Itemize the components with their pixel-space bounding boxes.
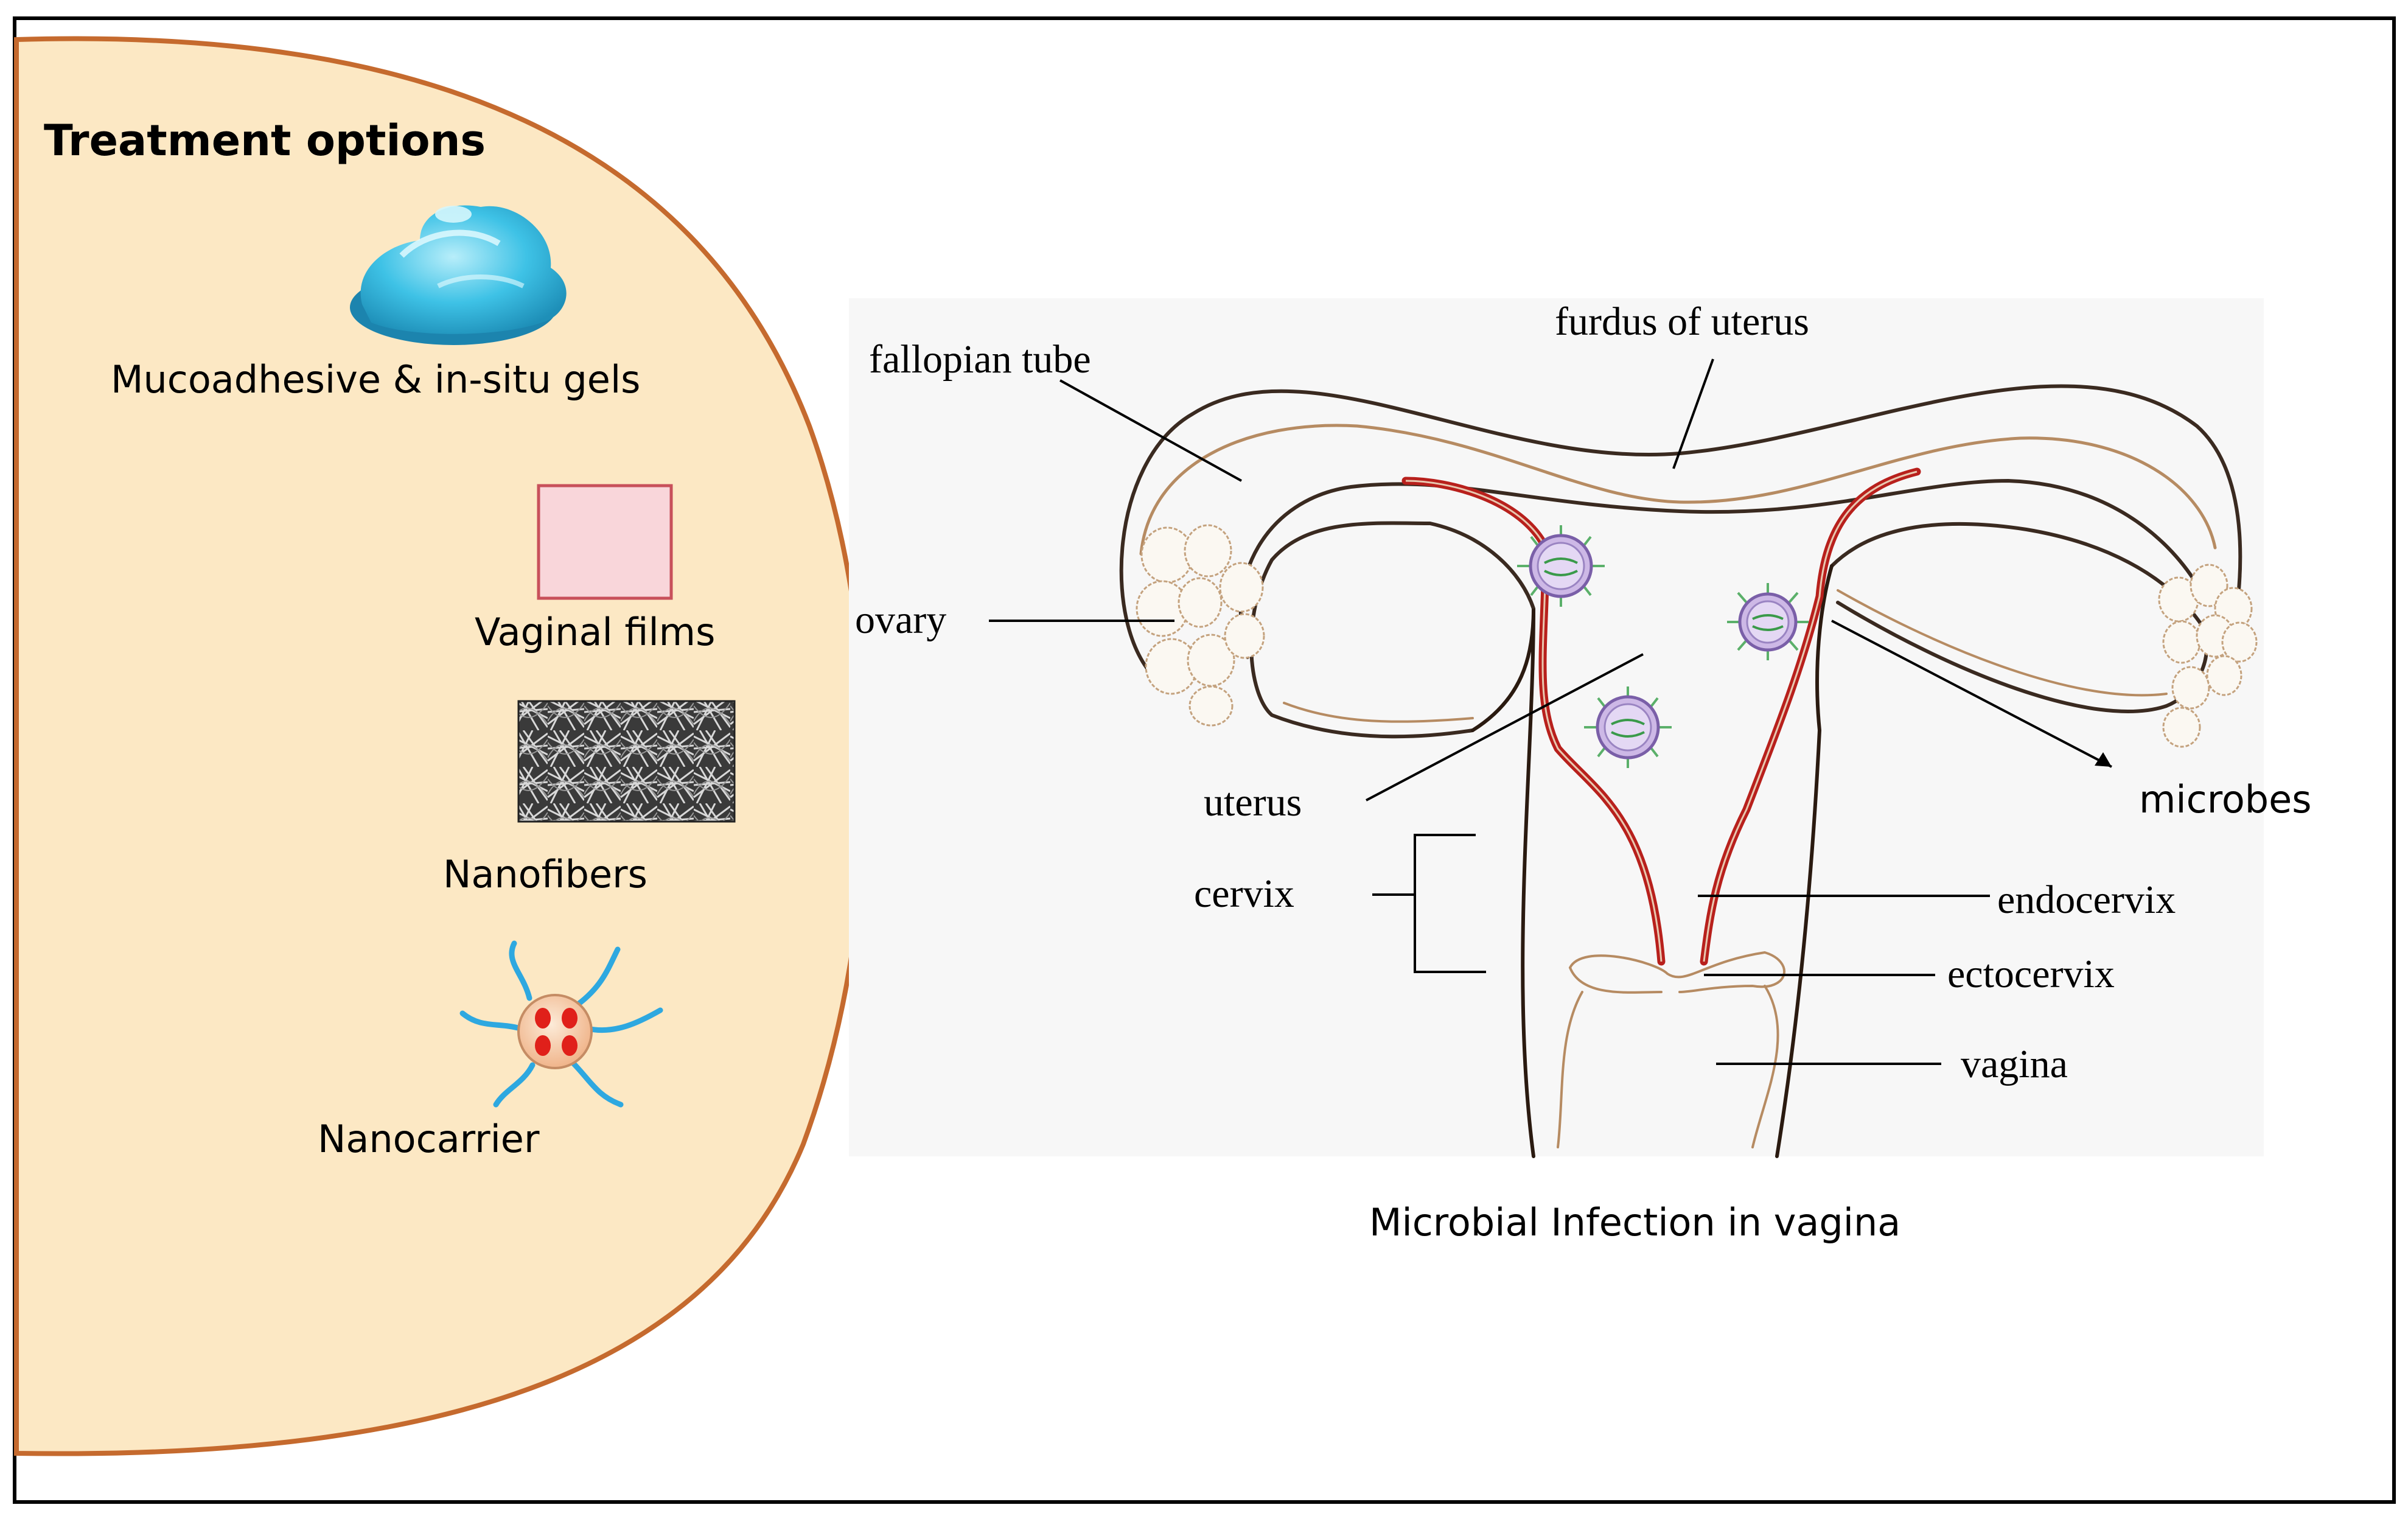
ovary-left xyxy=(1136,524,1265,727)
film-square-icon xyxy=(537,484,673,600)
treatment-label-films: Vaginal films xyxy=(475,610,715,654)
label-vagina: vagina xyxy=(1961,1042,2068,1086)
ovary-right xyxy=(2158,564,2258,748)
nanofiber-mesh-icon xyxy=(517,700,736,823)
microbe-3 xyxy=(1727,583,1809,660)
microbes-arrowhead xyxy=(2095,752,2112,767)
treatment-label-nanocarrier: Nanocarrier xyxy=(318,1117,540,1161)
microbe-1 xyxy=(1517,525,1605,607)
nanocarrier-icon xyxy=(459,940,663,1108)
treatment-label-gels: Mucoadhesive & in-situ gels xyxy=(111,357,640,402)
label-microbes: microbes xyxy=(2139,777,2312,822)
anatomy-caption: Microbial Infection in vagina xyxy=(1369,1200,1900,1245)
treatment-label-nanofibers: Nanofibers xyxy=(443,852,647,896)
label-uterus: uterus xyxy=(1204,780,1302,825)
label-endocervix: endocervix xyxy=(1997,878,2176,922)
microbe-2 xyxy=(1584,686,1672,768)
treatment-heading: Treatment options xyxy=(44,116,486,166)
label-cervix: cervix xyxy=(1194,872,1294,916)
anatomy-background xyxy=(849,298,2264,1156)
gel-blob-icon xyxy=(350,205,567,345)
leader-lines xyxy=(989,358,2112,1065)
label-ovary: ovary xyxy=(855,598,946,642)
label-ectocervix: ectocervix xyxy=(1947,952,2115,996)
label-fundus: furdus of uterus xyxy=(1555,299,1809,344)
label-fallopian-tube: fallopian tube xyxy=(869,337,1091,382)
